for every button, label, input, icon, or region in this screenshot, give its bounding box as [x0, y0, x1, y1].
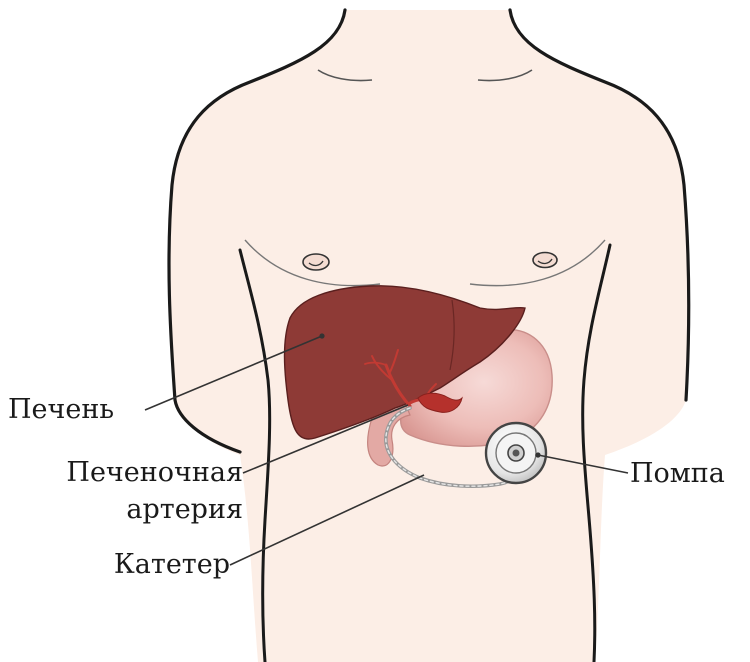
right-nipple — [533, 253, 557, 268]
liver-label: Печень — [8, 394, 114, 425]
catheter-label: Катетер — [114, 549, 230, 580]
pump-label: Помпа — [630, 458, 725, 489]
liver-leader-dot — [319, 333, 324, 338]
hepatic-artery-label-line2: артерия — [126, 494, 243, 525]
left-nipple — [303, 254, 329, 270]
pump-leader-dot — [535, 452, 540, 457]
hepatic-artery-label-line1: Печеночная — [66, 457, 243, 488]
